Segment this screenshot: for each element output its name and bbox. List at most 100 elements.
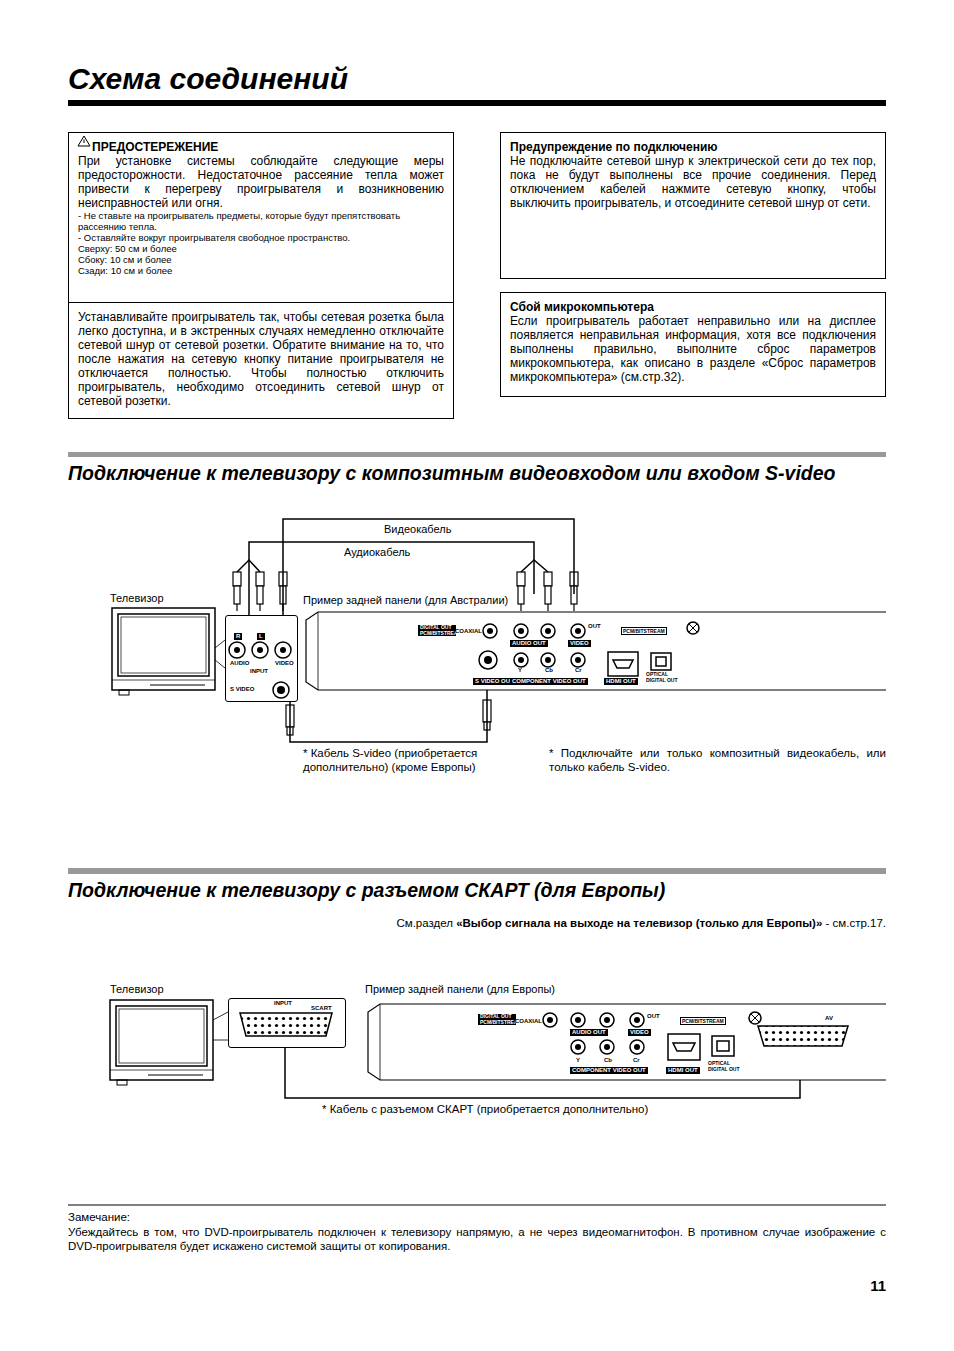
drawing-part: [604, 1017, 610, 1023]
drawing-part: [541, 624, 555, 638]
drawing-part: [234, 647, 240, 653]
drawing-part: [571, 1013, 585, 1027]
drawing-part: [600, 1013, 614, 1027]
drawing-part: [240, 1013, 332, 1036]
panel-label: OPTICAL DIGITAL OUT: [708, 1061, 742, 1072]
drawing-part: [110, 1000, 213, 1080]
panel-label: INPUT: [274, 1000, 292, 1007]
drawing-part: [600, 1040, 614, 1054]
drawing-part: [541, 653, 555, 667]
note-box: Устанавливайте проигрыватель так, чтобы …: [68, 302, 454, 419]
drawing-part: [673, 1043, 695, 1051]
footnote: * Кабель S-video (приобретается дополнит…: [303, 747, 503, 774]
drawing-part: [110, 1070, 213, 1071]
drawing-part: [306, 612, 886, 690]
drawing-part: [119, 690, 129, 695]
drawing-part: [233, 572, 241, 586]
drawing-part: [571, 1040, 585, 1054]
drawing-part: [547, 1017, 640, 1050]
panel-label: AUDIO: [230, 660, 249, 667]
tv-region: ТелевизорINPUTSCART: [108, 983, 346, 1082]
drawing-part: [118, 614, 209, 676]
panel-label: AUDIO OUT: [570, 1029, 608, 1036]
drawing-part: [543, 1013, 557, 1027]
drawing-part: [751, 1014, 759, 1022]
drawing-part: [514, 653, 528, 667]
panel-label: COAXIAL: [455, 628, 482, 635]
box-text: - Не ставьте на проигрыватель предметы, …: [78, 210, 444, 232]
page-number: 11: [870, 1279, 886, 1293]
drawing-part: [112, 680, 215, 681]
drawing-part: [368, 1004, 886, 1080]
reference-text: См.раздел: [396, 917, 453, 929]
box-text: Сзади: 10 см и более: [78, 265, 444, 276]
drawing-part: [514, 624, 528, 638]
drawing-part: [117, 1080, 127, 1085]
drawing-part: [630, 1013, 644, 1027]
box-heading: Предупреждение по подключению: [510, 140, 876, 154]
drawing-part: [78, 136, 90, 146]
panel-label: Пример задней панели (для Австралии): [303, 594, 508, 607]
drawing-part: [545, 586, 551, 604]
note-box: Сбой микрокомпьютераЕсли проигрыватель р…: [500, 292, 886, 397]
cable: [283, 519, 574, 615]
drawing-part: [68, 1205, 886, 1206]
drawing-part: [150, 684, 205, 685]
panel-label: R: [234, 633, 242, 640]
drawing-part: [256, 572, 264, 586]
drawing-part: [213, 1012, 228, 1040]
box-text: При установке системы соблюдайте следующ…: [78, 154, 444, 210]
drawing-part: [252, 642, 268, 658]
section-heading: Подключение к телевизору с композитным в…: [68, 461, 835, 485]
panel-label: Телевизор: [110, 592, 164, 605]
drawing-part: [518, 657, 524, 663]
drawing-part: [544, 572, 552, 586]
panel-label: COMPONENT VIDEO OUT: [510, 678, 588, 685]
drawing-part: [613, 660, 633, 668]
note-text: Убеждайтесь в том, что DVD-проигрыватель…: [68, 1226, 886, 1253]
drawing-part: [257, 586, 263, 604]
panel-label: DIGITAL OUT PCM/BITSTREAM: [478, 1014, 516, 1025]
reference-line: См.раздел «Выбор сигнала на выходе на те…: [396, 917, 886, 931]
box-heading: Сбой микрокомпьютера: [510, 300, 876, 314]
panel-label: VIDEO: [275, 660, 294, 667]
panel-label: OUT: [588, 623, 601, 630]
box-text: Сбоку: 10 см и более: [78, 254, 444, 265]
drawing-part: [575, 1017, 581, 1023]
panel-label: Телевизор: [110, 983, 164, 996]
drawing-part: [634, 1017, 640, 1023]
drawing-part: [520, 604, 521, 611]
scart-panel: INPUTSCART: [228, 998, 346, 1048]
box-text: Устанавливайте проигрыватель так, чтобы …: [78, 310, 444, 408]
panel-label: VIDEO: [628, 1029, 651, 1036]
panel-label: Cb: [604, 1057, 612, 1064]
panel-label: Y: [518, 667, 522, 674]
cable: [249, 542, 534, 615]
drawing-part: [380, 1004, 381, 1080]
drawing-part: [749, 1012, 761, 1024]
panel-label: L: [257, 633, 265, 640]
box-text: Сверху: 50 см и более: [78, 243, 444, 254]
panel-label: DIGITAL OUT PCM/BITSTREAM: [418, 625, 456, 636]
drawing-part: [571, 624, 585, 638]
panel-label: HDMI OUT: [666, 1067, 700, 1074]
drawing-part: [483, 624, 497, 638]
drawing-part: [630, 1040, 644, 1054]
drawing-part: [229, 642, 245, 658]
box-text: Не подключайте сетевой шнур к электричес…: [510, 154, 876, 210]
panel-label: COMPONENT VIDEO OUT: [570, 1067, 648, 1074]
caution-box: ПРЕДОСТЕРЕЖЕНИЕПри установке системы соб…: [68, 132, 454, 303]
drawing-part: [112, 608, 215, 690]
drawing-part: [712, 1036, 734, 1056]
panel-label: INPUT: [250, 668, 268, 675]
panel-label: AUDIO OUT: [510, 640, 548, 647]
drawing-part: [656, 657, 666, 666]
panel-label: Cr: [575, 667, 582, 674]
drawing-part: [545, 657, 551, 663]
drawing-part: [236, 604, 237, 611]
panel-label: S VIDEO: [230, 686, 254, 693]
drawing-part: [518, 628, 524, 634]
drawing-part: [68, 868, 886, 874]
drawing-part: [634, 1044, 640, 1050]
drawing-part: [487, 628, 493, 634]
